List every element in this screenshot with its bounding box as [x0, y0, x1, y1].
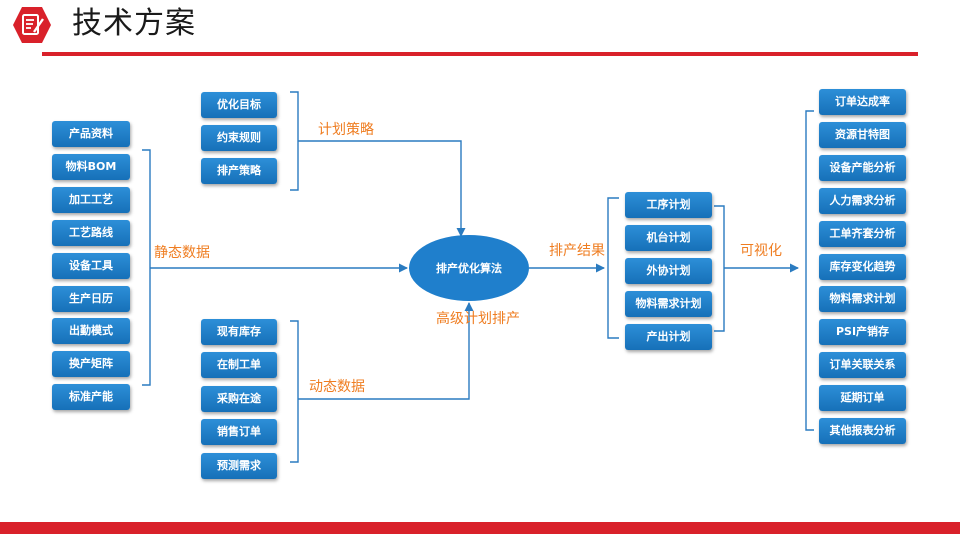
visual-node: PSI产销存: [819, 319, 906, 345]
label-advanced: 高级计划排产: [436, 311, 520, 327]
visual-node: 人力需求分析: [819, 188, 906, 214]
result-bracket-left: [607, 197, 619, 339]
dynamic-bracket: [290, 320, 299, 463]
visual-node: 设备产能分析: [819, 155, 906, 181]
visual-bracket: [805, 110, 814, 431]
result-node: 产出计划: [625, 324, 712, 350]
strategy-node: 约束规则: [201, 125, 277, 151]
dynamic-node: 采购在途: [201, 386, 277, 412]
visual-node: 资源甘特图: [819, 122, 906, 148]
core-ellipse: [409, 235, 529, 301]
dynamic-node: 现有库存: [201, 319, 277, 345]
visual-node: 延期订单: [819, 385, 906, 411]
page-title: 技术方案: [72, 6, 196, 41]
result-bracket-right: [714, 205, 725, 332]
visual-node: 订单达成率: [819, 89, 906, 115]
visual-node: 物料需求计划: [819, 286, 906, 312]
strategy-arrow: [298, 140, 466, 237]
static-node: 产品资料: [52, 121, 130, 147]
static-node: 设备工具: [52, 253, 130, 279]
label-visual: 可视化: [740, 243, 782, 259]
result-node: 外协计划: [625, 258, 712, 284]
strategy-bracket: [290, 91, 299, 191]
static-node: 物料BOM: [52, 154, 130, 180]
document-pen-icon: [12, 6, 52, 44]
result-node: 物料需求计划: [625, 291, 712, 317]
static-node: 加工工艺: [52, 187, 130, 213]
dynamic-arrow: [298, 302, 474, 400]
label-strategy: 计划策略: [318, 122, 374, 138]
core-algorithm: 排产优化算法: [436, 262, 502, 275]
dynamic-node: 在制工单: [201, 352, 277, 378]
label-static: 静态数据: [154, 245, 210, 261]
title-divider: [42, 52, 918, 56]
label-result: 排产结果: [549, 243, 605, 259]
strategy-node: 优化目标: [201, 92, 277, 118]
static-node: 换产矩阵: [52, 351, 130, 377]
visual-node: 工单齐套分析: [819, 221, 906, 247]
dynamic-node: 销售订单: [201, 419, 277, 445]
static-node: 工艺路线: [52, 220, 130, 246]
footer-bar: [0, 522, 960, 534]
dynamic-node: 预测需求: [201, 453, 277, 479]
result-node: 机台计划: [625, 225, 712, 251]
visual-node: 订单关联关系: [819, 352, 906, 378]
result-node: 工序计划: [625, 192, 712, 218]
static-node: 出勤模式: [52, 318, 130, 344]
label-dynamic: 动态数据: [309, 379, 365, 395]
visual-node: 库存变化趋势: [819, 254, 906, 280]
visual-node: 其他报表分析: [819, 418, 906, 444]
strategy-node: 排产策略: [201, 158, 277, 184]
static-bracket: [142, 149, 151, 386]
static-node: 生产日历: [52, 286, 130, 312]
static-node: 标准产能: [52, 384, 130, 410]
